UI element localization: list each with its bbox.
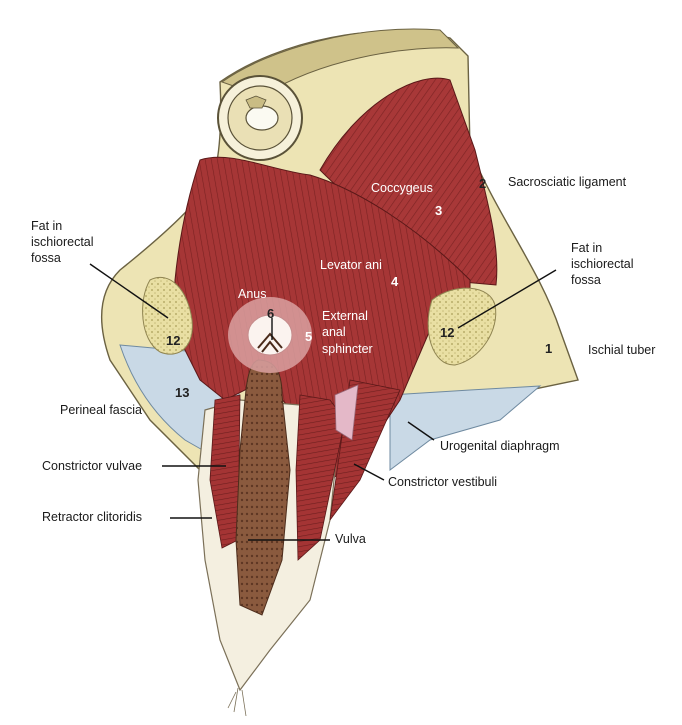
- label-sacrosciatic-ligament: Sacrosciatic ligament: [508, 175, 627, 189]
- label-external-2: anal: [322, 325, 346, 339]
- label-constrictor-vulvae: Constrictor vulvae: [42, 459, 143, 473]
- label-external-1: External: [322, 309, 368, 323]
- label-levator-ani: Levator ani: [320, 258, 382, 272]
- label-retractor-clitoridis: Retractor clitoridis: [42, 510, 143, 524]
- label-perineal-fascia: Perineal fascia: [60, 403, 142, 417]
- hair-strands: [227, 687, 247, 717]
- anus-star: [257, 332, 283, 353]
- number-3: 3: [435, 203, 443, 218]
- label-ischial-tuber: Ischial tuber: [588, 343, 656, 357]
- pink-fascia-strip: [334, 384, 359, 441]
- label-fat-left-2: ischiorectal: [31, 235, 94, 249]
- label-urogenital-diaphragm: Urogenital diaphragm: [440, 439, 560, 453]
- label-vulva: Vulva: [335, 532, 366, 546]
- number-4: 4: [391, 274, 399, 289]
- label-coccygeus: Coccygeus: [371, 181, 433, 195]
- number-2: 2: [479, 176, 487, 191]
- vertebra-cross-section: [217, 75, 303, 161]
- label-constrictor-vestibuli: Constrictor vestibuli: [388, 475, 498, 489]
- number-1: 1: [545, 341, 553, 356]
- number-13: 13: [175, 385, 190, 400]
- leader-lines: [89, 263, 557, 541]
- label-fat-left-1: Fat in: [31, 219, 63, 233]
- label-external-3: sphincter: [322, 342, 373, 356]
- urogenital-diaphragm-region: [389, 385, 542, 471]
- sacrum-ridge: [220, 28, 460, 97]
- fat-right-region: [427, 287, 497, 366]
- label-fat-left-3: fossa: [31, 251, 61, 265]
- label-fat-right-3: fossa: [571, 273, 601, 287]
- label-fat-right-1: Fat in: [571, 241, 603, 255]
- number-5: 5: [305, 329, 313, 344]
- number-12-right: 12: [440, 325, 455, 340]
- number-12-left: 12: [166, 333, 181, 348]
- fat-left-region: [142, 277, 193, 355]
- number-6: 6: [267, 306, 275, 321]
- label-anus: Anus: [238, 287, 267, 301]
- label-fat-right-2: ischiorectal: [571, 257, 634, 271]
